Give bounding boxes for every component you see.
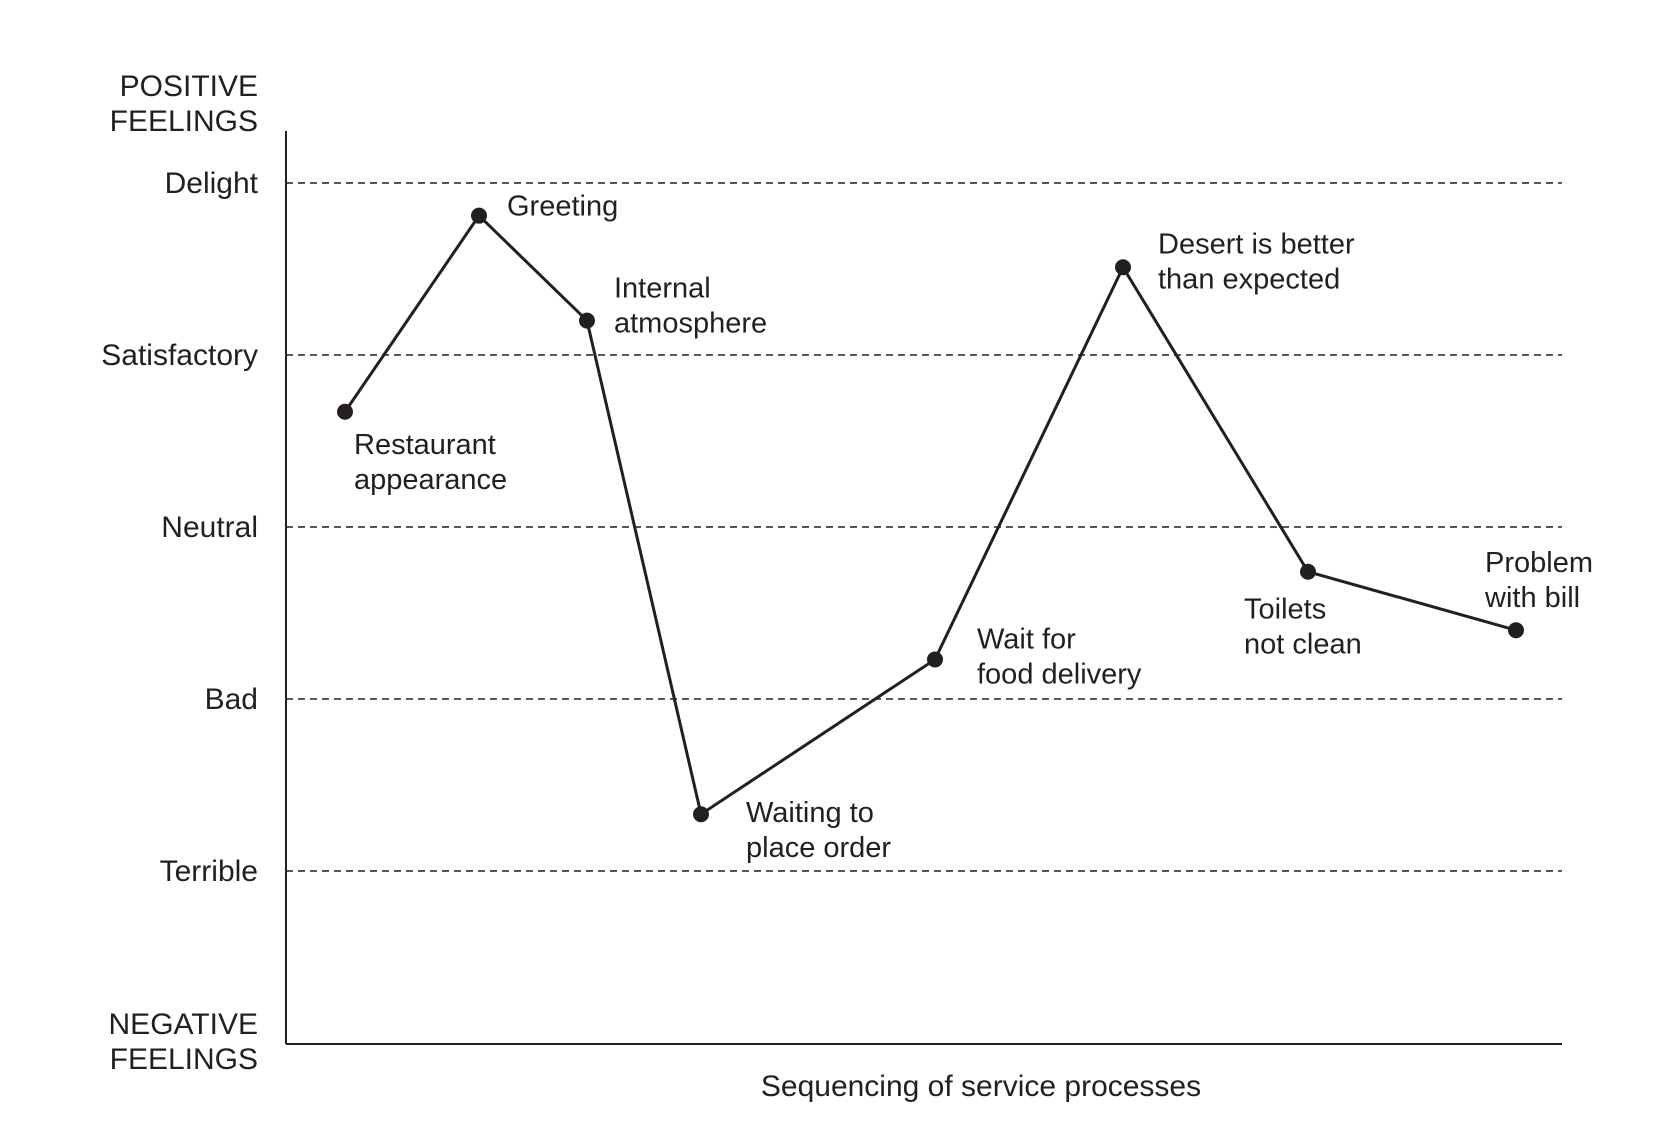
y-level-label-neutral: Neutral — [161, 511, 258, 544]
series — [337, 207, 1524, 823]
point-label-2: Greeting — [507, 191, 618, 223]
y-level-label-satisfactory: Satisfactory — [101, 339, 258, 372]
gridlines — [286, 182, 1562, 872]
point-4 — [693, 806, 709, 823]
experience-line — [343, 213, 1517, 817]
point-6 — [1115, 259, 1131, 276]
axes — [285, 131, 1562, 1045]
point-5 — [927, 651, 943, 668]
y-level-label-delight: Delight — [165, 167, 259, 200]
point-7 — [1300, 563, 1316, 580]
point-3 — [579, 312, 595, 329]
x-axis-title: Sequencing of service processes — [761, 1070, 1201, 1103]
y-level-label-bad: Bad — [205, 683, 258, 716]
point-1 — [337, 403, 353, 420]
point-8 — [1508, 622, 1524, 639]
x-axis-title-group: Sequencing of service processes — [761, 1070, 1201, 1103]
y-level-label-terrible: Terrible — [160, 855, 258, 888]
point-2 — [471, 207, 487, 224]
